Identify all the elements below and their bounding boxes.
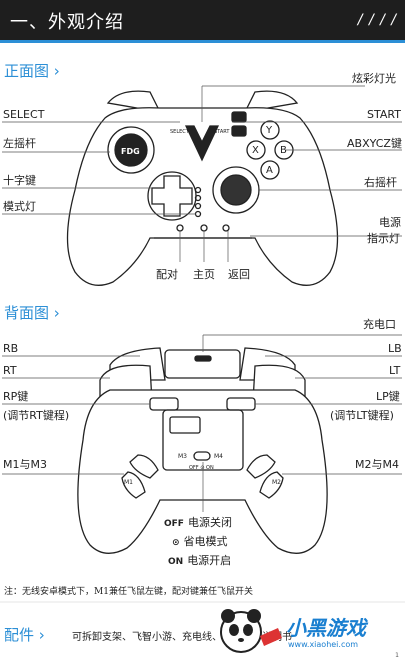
label-m1-m3: M1与M3 (3, 458, 47, 471)
label-rb: RB (3, 342, 19, 355)
page-title: 一、外观介绍 (10, 12, 124, 33)
back-controller (77, 347, 328, 554)
label-rp: RP键 (3, 390, 29, 403)
watermark-url: www.xiaohei.com (288, 640, 359, 649)
header-accent-bar (0, 40, 405, 43)
label-lt: LT (389, 364, 401, 377)
front-controller (66, 90, 339, 286)
label-back: 返回 (228, 268, 250, 281)
label-select: SELECT (3, 108, 45, 121)
right-stick-inner (220, 174, 252, 206)
label-power-light-line1: 电源 (379, 216, 401, 229)
paddle-print-m3: M3 (178, 453, 187, 460)
front-leader-lines (2, 85, 402, 262)
label-power-light-line2: 指示灯 (367, 232, 400, 245)
label-rgb-light: 炫彩灯光 (352, 72, 396, 85)
label-right-stick: 右摇杆 (364, 176, 397, 189)
button-a: A (266, 165, 273, 176)
label-m2-m4: M2与M4 (355, 458, 399, 471)
front-view-heading: 正面图 › (4, 62, 60, 80)
paddle-print-m4: M4 (214, 453, 223, 460)
watermark-logo: 小黑游戏 www.xiaohei.com (206, 606, 405, 658)
label-lp: LP键 (376, 390, 400, 403)
label-abxycz: ABXYCZ键 (347, 137, 402, 150)
label-pair: 配对 (156, 268, 178, 281)
legend-power-save: ⊙省电模式 (172, 535, 228, 548)
accessories-list: 可拆卸支架、飞智小游、充电线、接收器、说明书 (72, 632, 292, 643)
label-dpad: 十字键 (3, 174, 36, 187)
left-stick-logo: FDG (121, 147, 140, 156)
button-b: B (280, 145, 287, 156)
mode-note: 注：无线安卓模式下，M1兼任飞鼠左键，配对键兼任飞鼠开关 (4, 587, 253, 597)
label-left-stick: 左摇杆 (3, 137, 36, 150)
paddle-print-m1: M1 (124, 479, 133, 486)
label-charge-port: 充电口 (363, 318, 396, 331)
label-home: 主页 (193, 268, 215, 281)
button-y: Y (266, 125, 273, 136)
left-stick-outer (107, 126, 155, 174)
select-button-print: SELECT (170, 129, 189, 135)
label-rp-sub: (调节RT键程) (3, 409, 70, 422)
label-lp-sub: (调节LT键程) (330, 409, 394, 422)
back-view-heading: 背面图 › (4, 304, 60, 322)
label-mode-light: 模式灯 (3, 200, 36, 213)
label-lb: LB (388, 342, 402, 355)
start-button-print: START (214, 129, 230, 135)
paddle-print-m2: M2 (272, 479, 281, 486)
page-number: 1 (395, 652, 399, 659)
label-start: START (367, 108, 401, 121)
header-decoration: / / / / (357, 12, 397, 28)
watermark-text: 小黑游戏 (286, 616, 366, 640)
panda-icon (220, 609, 282, 653)
page-header: 一、外观介绍 / / / / (0, 0, 405, 40)
button-x: X (252, 145, 259, 156)
switch-print-off-on: OFF ⊙ ON (189, 465, 214, 471)
left-stick-inner (114, 133, 148, 167)
label-rt: RT (3, 364, 17, 377)
accessories-heading: 配件 › (4, 626, 45, 644)
back-leader-lines (2, 334, 402, 512)
